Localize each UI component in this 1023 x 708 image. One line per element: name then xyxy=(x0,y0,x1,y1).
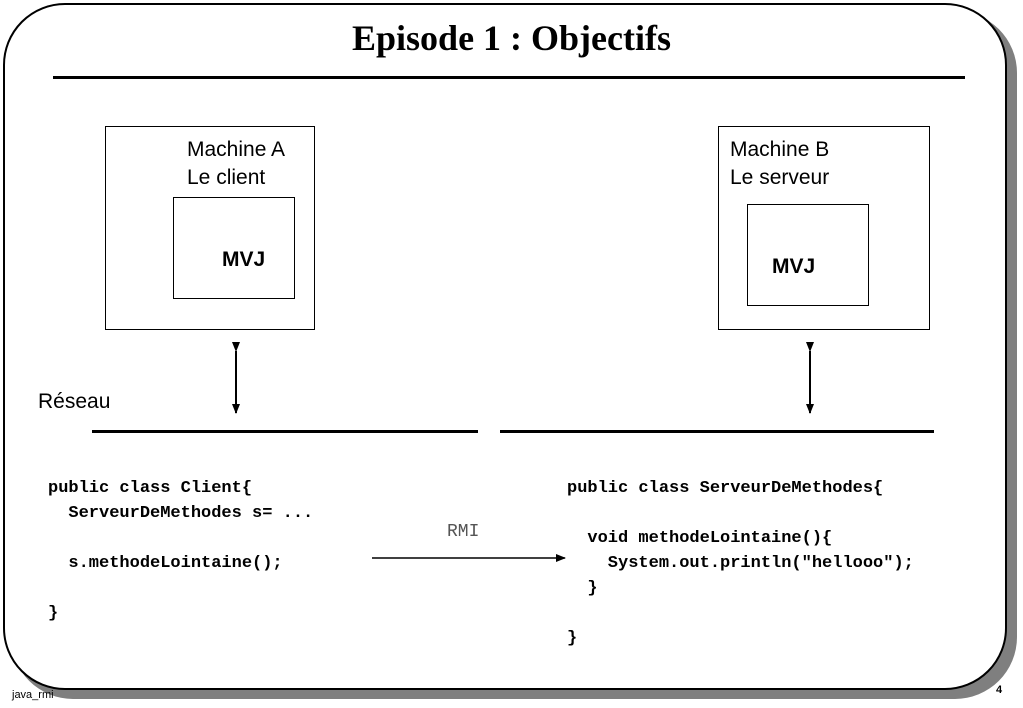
machine-b-vm-box xyxy=(747,204,869,306)
machine-a-box xyxy=(105,126,315,330)
machine-b-role: Le serveur xyxy=(730,166,830,189)
machine-b-name: Machine B xyxy=(730,138,830,161)
network-line-left xyxy=(92,430,478,433)
machine-a-vm-box xyxy=(173,197,295,299)
client-code: public class Client{ ServeurDeMethodes s… xyxy=(48,479,314,623)
server-code: public class ServeurDeMethodes{ void met… xyxy=(567,479,914,648)
title-underline xyxy=(53,76,965,79)
slide-title: Episode 1 : Objectifs xyxy=(352,18,671,58)
machine-b-vm-label: MVJ xyxy=(772,255,816,278)
network-line-right xyxy=(500,430,934,433)
page-number: 4 xyxy=(996,684,1003,696)
slide-frame xyxy=(3,3,1007,690)
footer-course-name: java_rmi xyxy=(12,689,54,701)
machine-a-name: Machine A xyxy=(187,138,286,161)
machine-a-vm-label: MVJ xyxy=(222,248,266,271)
network-label: Réseau xyxy=(38,390,111,413)
rmi-label: RMI xyxy=(447,522,480,542)
machine-a-role: Le client xyxy=(187,166,266,189)
machine-b-box xyxy=(718,126,930,330)
